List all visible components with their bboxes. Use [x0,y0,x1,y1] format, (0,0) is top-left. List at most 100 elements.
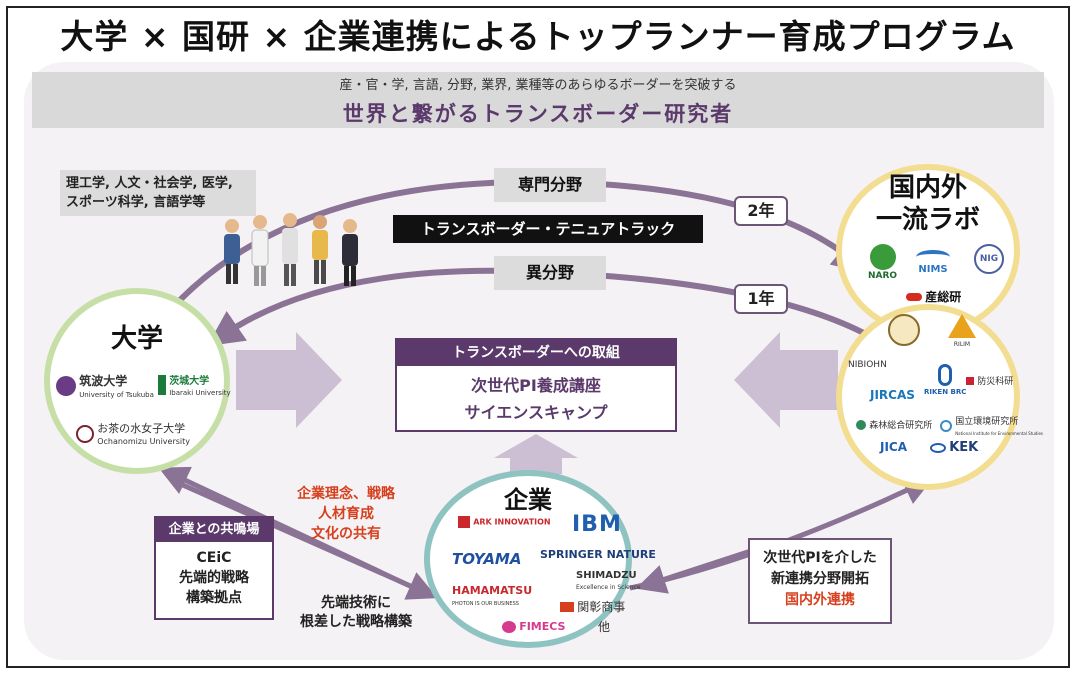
nims-name: NIMS [918,264,948,275]
corp-text-line3: 文化の共有 [311,526,381,542]
banner-subtitle: 産・官・学, 言語, 分野, 業界, 業種等のあらゆるボーダーを突破する [339,78,737,93]
labs-title-line2: 一流ラボ [875,205,980,235]
tsukuba-name: 筑波大学 [79,374,128,388]
aist-swoosh-icon [906,292,922,301]
fields-line1: 理工学, 人文・社会学, 医学, [66,176,233,191]
labs-title-line1: 国内外 [888,173,967,203]
kek-logo: KEK [930,440,978,455]
hamamatsu-name: HAMAMATSU [452,584,533,597]
fimecs-name: FIMECS [519,620,566,633]
labs-title: 国内外 一流ラボ [836,172,1020,236]
labs-circle-bottom [836,304,1020,490]
riken-logo: RIKEN BRC [924,364,966,397]
strategy-line2: 根差した戦略構築 [300,614,412,630]
riken-mark-icon [938,364,953,386]
kek-name: KEK [949,440,979,455]
bunseki-crest [888,314,920,346]
jica-logo: JICA [880,440,908,454]
ibaraki-en: Ibaraki University [169,389,231,397]
ffpri-logo: 森林総合研究所 [856,418,932,431]
center-line1: 次世代PI養成講座 [471,376,601,395]
banner: 産・官・学, 言語, 分野, 業界, 業種等のあらゆるボーダーを突破する 世界と… [32,72,1044,128]
center-head: トランスボーダーへの取組 [397,340,675,366]
ceic-line3: 構築拠点 [186,590,242,606]
naro-name: NARO [868,271,898,281]
person-icon [224,219,240,284]
nig-logo: NIG [974,244,1004,274]
person-icon [282,213,298,286]
flower-icon [56,376,76,396]
pi-line3: 国内外連携 [785,592,855,608]
pi-collaboration-box: 次世代PIを介した 新連携分野開拓 国内外連携 [748,538,892,624]
nig-seal-icon: NIG [974,244,1004,274]
arrow-corp-to-center [494,434,578,474]
hamamatsu-tagline: PHOTON IS OUR BUSINESS [452,601,519,607]
fields-line2: スポーツ科学, 言語学等 [66,195,206,210]
shimadzu-logo: SHIMADZU Excellence in Science [576,570,641,592]
university-circle [44,288,230,474]
label-other-field: 異分野 [494,256,606,290]
sekisho-name: 関彰商事 [577,600,626,614]
corporate-culture-text: 企業理念、戦略 人材育成 文化の共有 [286,484,406,544]
label-specialty: 専門分野 [494,168,606,202]
nies-mark-icon [940,420,952,432]
triangle-icon [948,314,976,338]
pi-line1: 次世代PIを介した [763,550,877,566]
ark-logo: ARK INNOVATION [458,516,551,528]
ceic-line2: 先端的戦略 [179,570,249,586]
nims-logo: NIMS [916,250,950,275]
aist-name: 産総研 [925,290,962,304]
page-title: 大学 × 国研 × 企業連携によるトップランナー育成プログラム [60,17,1016,56]
shimadzu-tagline: Excellence in Science [576,584,641,591]
bosai-mark-icon [966,376,974,385]
jircas-logo: JIRCAS [870,388,915,402]
kek-orbit-icon [930,442,946,453]
corp-text-line2: 人材育成 [318,506,374,522]
ark-name: ARK INNOVATION [473,517,551,527]
corporate-circle [424,470,632,648]
arrow-corp-univ [158,466,412,589]
others-label: 他 [598,620,611,634]
ochanomizu-name: お茶の水女子大学 [97,422,186,435]
arrow-univ-to-center [236,332,342,428]
nies-name: 国立環境研究所 [955,417,1019,427]
forest-icon [856,419,866,430]
tsukuba-logo: 筑波大学 University of Tsukuba [56,372,154,400]
toyama-logo: TOYAMA [452,550,522,568]
fimecs-logo: FIMECS [502,620,565,633]
bosai-name: 防災科研 [977,377,1014,387]
strategy-line1: 先端技術に [321,595,391,611]
aist-logo: 産総研 [906,288,961,305]
nibiohn-logo: NIBIOHN [848,360,887,370]
nims-wave-icon [916,250,950,264]
pi-line2: 新連携分野開拓 [771,571,869,587]
strategy-text: 先端技術に 根差した戦略構築 [286,594,426,632]
ceic-line1: CEiC [196,550,232,566]
ochanomizu-crest-icon [76,424,94,443]
ceic-head: 企業との共鳴場 [156,518,272,542]
center-line2: サイエンスキャンプ [464,403,608,422]
label-tenure-track: トランスボーダー・テニュアトラック [393,215,703,243]
springer-logo: SPRINGER NATURE [540,548,656,561]
nies-logo: 国立環境研究所 National Institute for Environme… [940,414,1043,438]
person-icon [342,219,358,286]
ibaraki-name: 茨城大学 [169,376,210,387]
arrow-labs-to-center [734,332,838,428]
badge-2-years: 2年 [734,196,788,226]
shimadzu-name: SHIMADZU [576,570,637,581]
ibaraki-logo: 茨城大学 Ibaraki University [158,372,231,398]
researchers-illustration [224,213,358,286]
person-icon [251,215,269,286]
bosai-logo: 防災科研 [966,374,1013,387]
corp-text-line1: 企業理念、戦略 [297,486,395,502]
tsukuba-en: University of Tsukuba [79,391,154,399]
hamamatsu-logo: HAMAMATSU PHOTON IS OUR BUSINESS [452,584,532,608]
rilim-logo: RILIM [948,314,976,349]
ibm-logo: IBM [572,512,622,537]
naro-logo: NARO [868,244,897,281]
university-title: 大学 [110,324,163,354]
fimecs-mark-icon [502,620,516,633]
arrow-labs-corp [635,545,761,594]
badge-1-year: 1年 [734,284,788,314]
rilim-name: RILIM [953,341,971,348]
